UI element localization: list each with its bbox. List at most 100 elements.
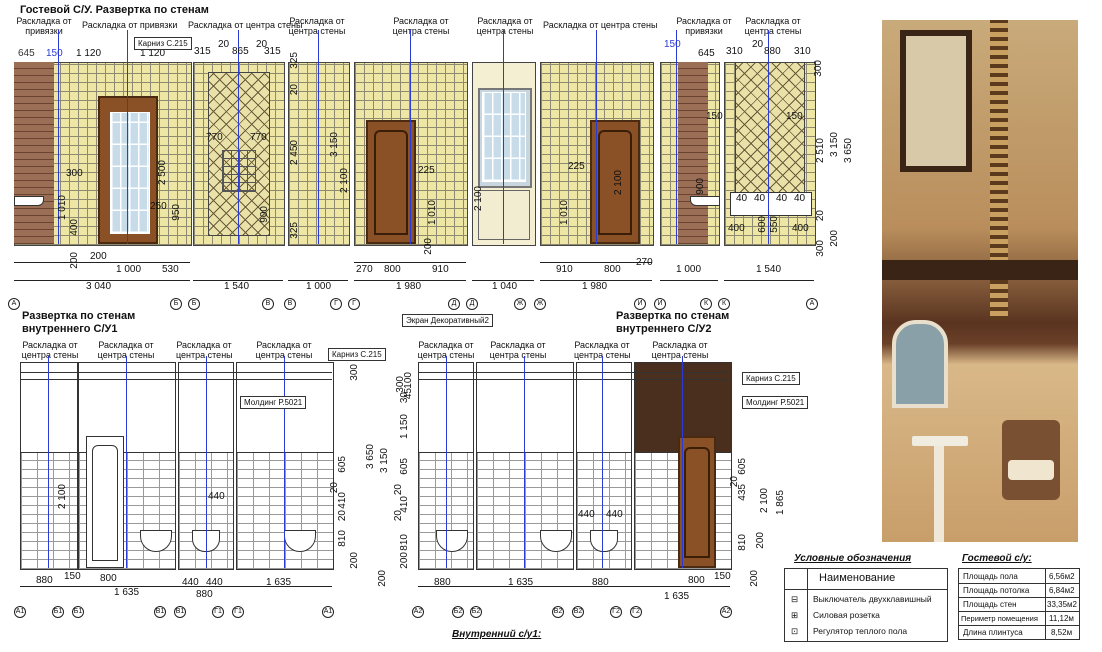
dim: 770 bbox=[206, 132, 223, 143]
guest-row-value: 11,12м bbox=[1049, 614, 1074, 623]
mirror-image bbox=[900, 30, 972, 172]
legend-row-label: Выключатель двухклавишный bbox=[813, 594, 932, 604]
dim: 300 bbox=[815, 240, 826, 257]
regulator-icon: ⊡ bbox=[791, 626, 799, 636]
dim: 2 100 bbox=[613, 170, 624, 196]
axis-marker: В bbox=[262, 298, 274, 310]
dim: 40 bbox=[776, 193, 788, 204]
dim: 440 bbox=[208, 491, 225, 502]
dim: 440 bbox=[578, 509, 595, 520]
guest-row-value: 33,35м2 bbox=[1047, 600, 1077, 609]
dim: 40 bbox=[736, 193, 748, 204]
dim: 2 450 bbox=[289, 140, 300, 166]
axis-marker: Ж bbox=[534, 298, 546, 310]
dim: 1 635 bbox=[114, 587, 140, 598]
dim: 605 bbox=[737, 458, 748, 475]
axis-marker: И bbox=[634, 298, 646, 310]
switch-icon: ⊟ bbox=[791, 594, 799, 604]
dim: 310 bbox=[726, 46, 743, 57]
door-inner2 bbox=[678, 436, 716, 568]
dim: 300 bbox=[813, 60, 824, 77]
dim: 200 bbox=[90, 251, 107, 262]
dim-line bbox=[354, 262, 466, 263]
axis-line bbox=[446, 356, 447, 568]
dim: 150 bbox=[664, 39, 681, 50]
dim: 150 bbox=[706, 111, 723, 122]
dim: 200 bbox=[69, 252, 80, 269]
dim: 45 bbox=[403, 388, 414, 400]
axis-line bbox=[206, 356, 207, 568]
decor-border-image bbox=[990, 20, 1008, 320]
axis-line bbox=[238, 30, 239, 244]
axis-line bbox=[127, 30, 128, 244]
dim-line bbox=[418, 586, 730, 587]
b-tile-v2g2 bbox=[576, 452, 632, 570]
guest-table: Площадь пола 6,56м2 Площадь потолка 6,84… bbox=[958, 568, 1080, 640]
axis-marker: Г1 bbox=[212, 606, 224, 618]
dim-line bbox=[660, 280, 718, 281]
door-zhi bbox=[590, 120, 640, 244]
dim: 225 bbox=[418, 165, 435, 176]
axis-marker: Д bbox=[448, 298, 460, 310]
dim: 20 bbox=[815, 210, 826, 222]
dim: 1 150 bbox=[399, 414, 410, 440]
axis-marker: Б bbox=[188, 298, 200, 310]
dim: 40 bbox=[754, 193, 766, 204]
axis-line bbox=[126, 356, 127, 568]
axis-line bbox=[676, 30, 677, 244]
axis-marker: Д bbox=[466, 298, 478, 310]
dim: 310 bbox=[794, 46, 811, 57]
dim: 605 bbox=[399, 458, 410, 475]
decorative-screen bbox=[478, 190, 530, 240]
molding-callout-2: Молдинг Р.5021 bbox=[742, 396, 809, 409]
dim: 400 bbox=[728, 223, 745, 234]
dim: 770 bbox=[250, 132, 267, 143]
dim: 3 650 bbox=[843, 138, 854, 164]
dim: 810 bbox=[399, 534, 410, 551]
cornice-callout: Карниз С.215 bbox=[134, 37, 192, 50]
toilet-5 bbox=[590, 530, 618, 552]
inner2-title-l1: Развертка по стенам bbox=[616, 310, 730, 322]
axis-marker: В1 bbox=[174, 606, 186, 618]
dim: 880 bbox=[196, 589, 213, 600]
dim: 3 150 bbox=[379, 448, 390, 474]
dim-line bbox=[540, 280, 652, 281]
dim: 910 bbox=[556, 264, 573, 275]
dim: 800 bbox=[604, 264, 621, 275]
axis-marker: Г2 bbox=[610, 606, 622, 618]
dim: 600 bbox=[757, 216, 768, 233]
sink-2 bbox=[690, 196, 720, 206]
dim: 200 bbox=[749, 570, 760, 587]
axis-marker: А2 bbox=[412, 606, 424, 618]
inner1-title-l1: Развертка по стенам bbox=[22, 310, 136, 322]
dim: 325 bbox=[289, 222, 300, 239]
brown-border-strip-2 bbox=[678, 62, 708, 244]
b-tile-a1b1 bbox=[20, 452, 78, 570]
axis-marker: К bbox=[700, 298, 712, 310]
dim: 1 120 bbox=[76, 48, 102, 59]
guest-row-label: Длина плинтуса bbox=[963, 628, 1023, 637]
guest-row-label: Площадь потолка bbox=[963, 586, 1030, 595]
axis-marker: А bbox=[8, 298, 20, 310]
dim: 1 000 bbox=[676, 264, 702, 275]
dim: 150 bbox=[64, 571, 81, 582]
axis-marker: В bbox=[284, 298, 296, 310]
axis-marker: Ж bbox=[514, 298, 526, 310]
dim: 270 bbox=[356, 264, 373, 275]
cornice-callout-2: Карниз С.215 bbox=[328, 348, 386, 361]
sink-image bbox=[912, 436, 968, 446]
dim: 1 865 bbox=[775, 490, 786, 516]
axis-line bbox=[318, 30, 319, 244]
dim: 3 650 bbox=[365, 444, 376, 470]
dim: 1 980 bbox=[396, 281, 422, 292]
dim: 900 bbox=[695, 178, 706, 195]
dim: 1 635 bbox=[266, 577, 292, 588]
